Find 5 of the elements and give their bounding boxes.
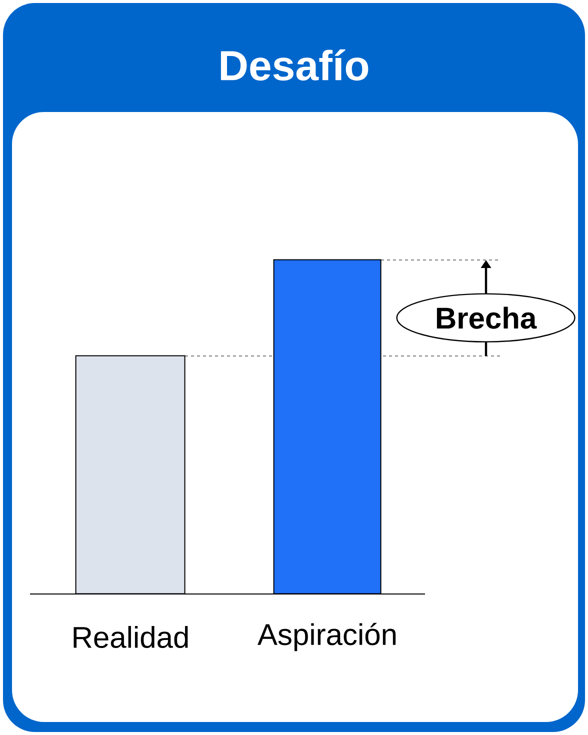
- node-label: Brecha: [436, 306, 537, 329]
- bar-label: Aspiración: [258, 622, 396, 652]
- bar-label: Realidad: [74, 626, 188, 648]
- bar: [75, 355, 186, 594]
- bar: [273, 259, 382, 594]
